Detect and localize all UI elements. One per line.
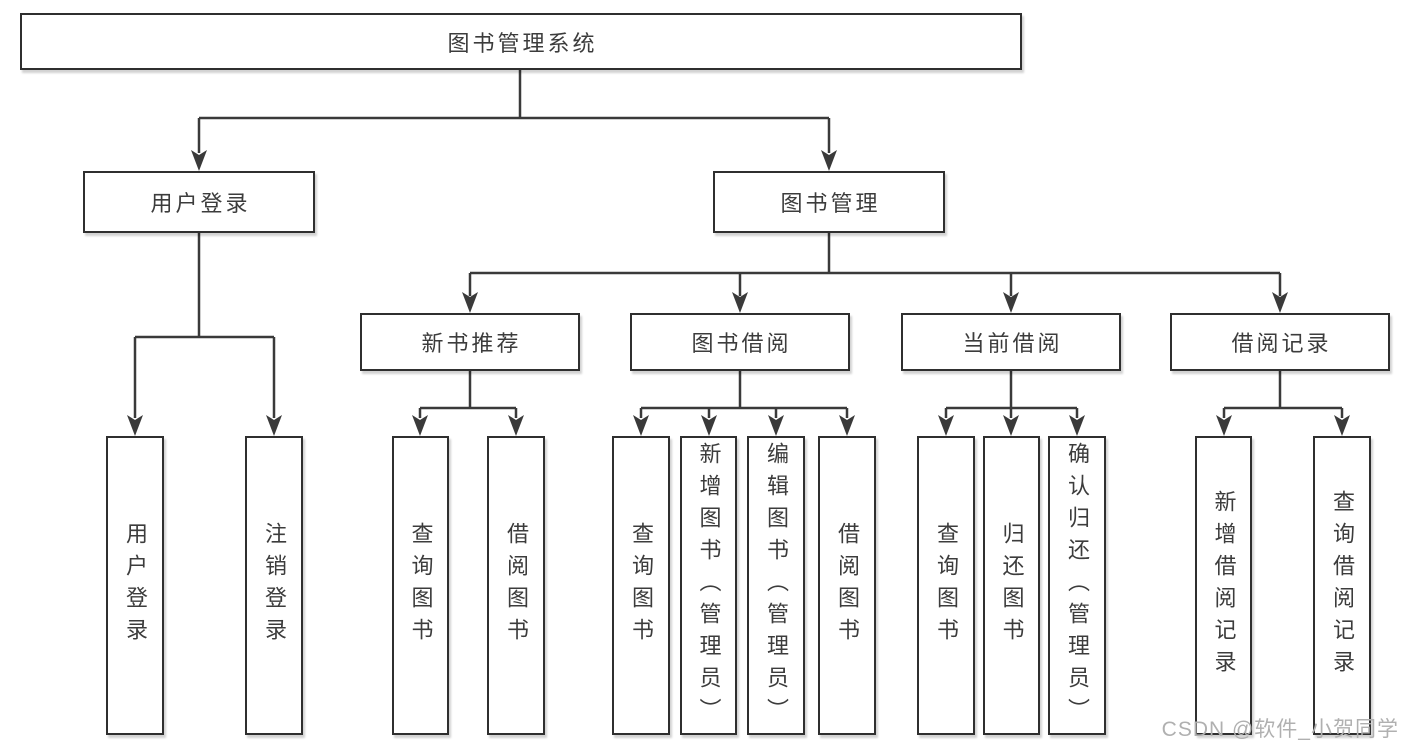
node-borrow-records: 借阅记录 [1170,313,1390,371]
leaf-return-books: 归还图书 [983,436,1040,735]
leaf-confirm-return-admin: 确认归还（管理员） [1048,436,1106,735]
leaf-label: 查询图书 [408,521,434,650]
connector-newbookrec-to-leaves [418,371,518,418]
leaf-user-login: 用户登录 [106,436,164,735]
leaf-label: 借阅图书 [835,521,860,650]
connector-borrowrecords-to-leaves [1222,371,1344,418]
arrow-down-icon [1272,292,1288,313]
arrow-down-icon [839,415,855,436]
leaf-query-borrow-record: 查询借阅记录 [1313,436,1371,735]
arrow-down-icon [1003,292,1019,313]
connector-bookborrow-to-leaves [639,371,849,418]
arrow-down-icon [732,292,748,313]
arrow-down-icon [1334,415,1350,436]
node-root: 图书管理系统 [20,13,1022,70]
leaf-logout: 注销登录 [245,436,303,735]
leaf-label: 归还图书 [999,521,1025,650]
node-current-borrow: 当前借阅 [901,313,1121,371]
arrow-down-icon [266,415,282,436]
arrow-down-icon [1069,415,1085,436]
arrow-down-icon [127,415,143,436]
leaf-label: 借阅图书 [504,521,529,650]
arrow-down-icon [462,292,478,313]
connector-root-to-level2 [197,69,831,153]
leaf-label: 新增借阅记录 [1211,489,1237,682]
arrow-down-icon [821,150,837,171]
leaf-edit-books-admin: 编辑图书（管理员） [747,436,805,735]
leaf-add-borrow-record: 新增借阅记录 [1195,436,1252,735]
leaf-label: 查询图书 [629,521,654,650]
arrow-down-icon [1216,415,1232,436]
node-book-borrow: 图书借阅 [630,313,850,371]
leaf-borrow-books-1: 借阅图书 [487,436,545,735]
leaf-query-books-1: 查询图书 [392,436,449,735]
connector-userlogin-to-leaves [133,232,276,418]
arrow-down-icon [701,415,717,436]
arrow-down-icon [508,415,524,436]
leaf-add-books-admin: 新增图书（管理员） [680,436,737,735]
node-user-login: 用户登录 [83,171,315,233]
arrow-down-icon [633,415,649,436]
node-new-book-recommend: 新书推荐 [360,313,580,371]
arrow-down-icon [412,415,428,436]
watermark-csdn: CSDN @软件_小贺同学 [1161,718,1399,741]
leaf-query-books-2: 查询图书 [612,436,670,735]
leaf-label: 查询借阅记录 [1330,489,1355,682]
arrow-down-icon [191,150,207,171]
leaf-label: 用户登录 [123,521,148,650]
leaf-label: 编辑图书（管理员） [764,441,789,730]
leaf-label: 注销登录 [262,521,287,650]
arrow-down-icon [938,415,954,436]
leaf-label: 查询图书 [934,521,959,650]
leaf-query-books-3: 查询图书 [917,436,975,735]
arrow-down-icon [1003,415,1019,436]
connector-bookmgmt-to-level3 [468,232,1282,296]
leaf-label: 确认归还（管理员） [1065,441,1090,730]
leaf-label: 新增图书（管理员） [696,441,722,730]
arrow-down-icon [768,415,784,436]
leaf-borrow-books-2: 借阅图书 [818,436,876,735]
connector-currentborrow-to-leaves [944,371,1079,418]
node-book-management: 图书管理 [713,171,945,233]
